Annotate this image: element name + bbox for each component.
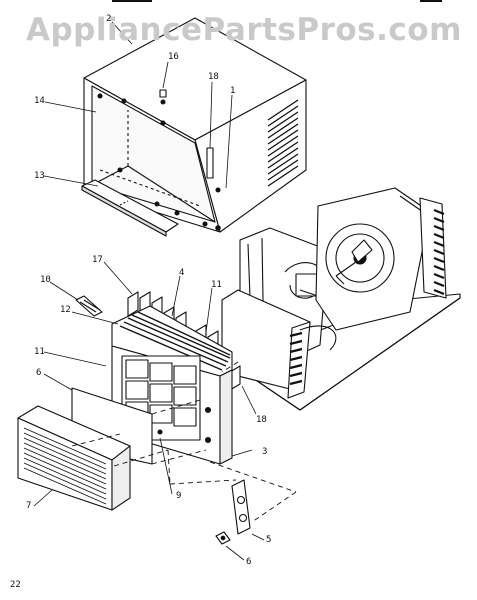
- cabinet-rail: [81, 179, 179, 237]
- callout-14: 14: [34, 96, 45, 106]
- callout-11-upper: 11: [211, 280, 222, 290]
- assembly-guide-lines: [71, 361, 297, 523]
- callout-9: 9: [176, 491, 182, 501]
- condenser-coil: [419, 197, 447, 299]
- callout-3: 3: [262, 447, 268, 457]
- leader-lines: [33, 21, 265, 561]
- callout-1: 1: [230, 86, 236, 96]
- screw-10: [75, 295, 103, 317]
- callout-7: 7: [26, 501, 32, 511]
- callout-13: 13: [34, 171, 45, 181]
- control-plate: [215, 479, 251, 545]
- callout-2: 2: [106, 14, 112, 24]
- callout-16: 16: [168, 52, 179, 62]
- watermark-text: AppliancePartsPros.com: [26, 12, 462, 48]
- evaporator-coil: [221, 289, 337, 399]
- page-number: 22: [10, 580, 21, 590]
- callout-12: 12: [60, 305, 71, 315]
- front-grille: [17, 405, 131, 511]
- callout-4: 4: [179, 268, 185, 278]
- callout-6-lower: 6: [246, 557, 252, 567]
- callout-10: 10: [40, 275, 51, 285]
- condenser-fan-shroud: [315, 187, 431, 331]
- callout-18: 18: [208, 72, 219, 82]
- callout-5: 5: [266, 535, 272, 545]
- callout-11-lower: 11: [34, 347, 45, 357]
- header-rule-left: [112, 0, 152, 2]
- plug-16: [159, 89, 167, 105]
- callout-18-lower: 18: [256, 415, 267, 425]
- header-rule-right: [420, 0, 442, 2]
- callout-6-upper: 6: [36, 368, 42, 378]
- callout-17: 17: [92, 255, 103, 265]
